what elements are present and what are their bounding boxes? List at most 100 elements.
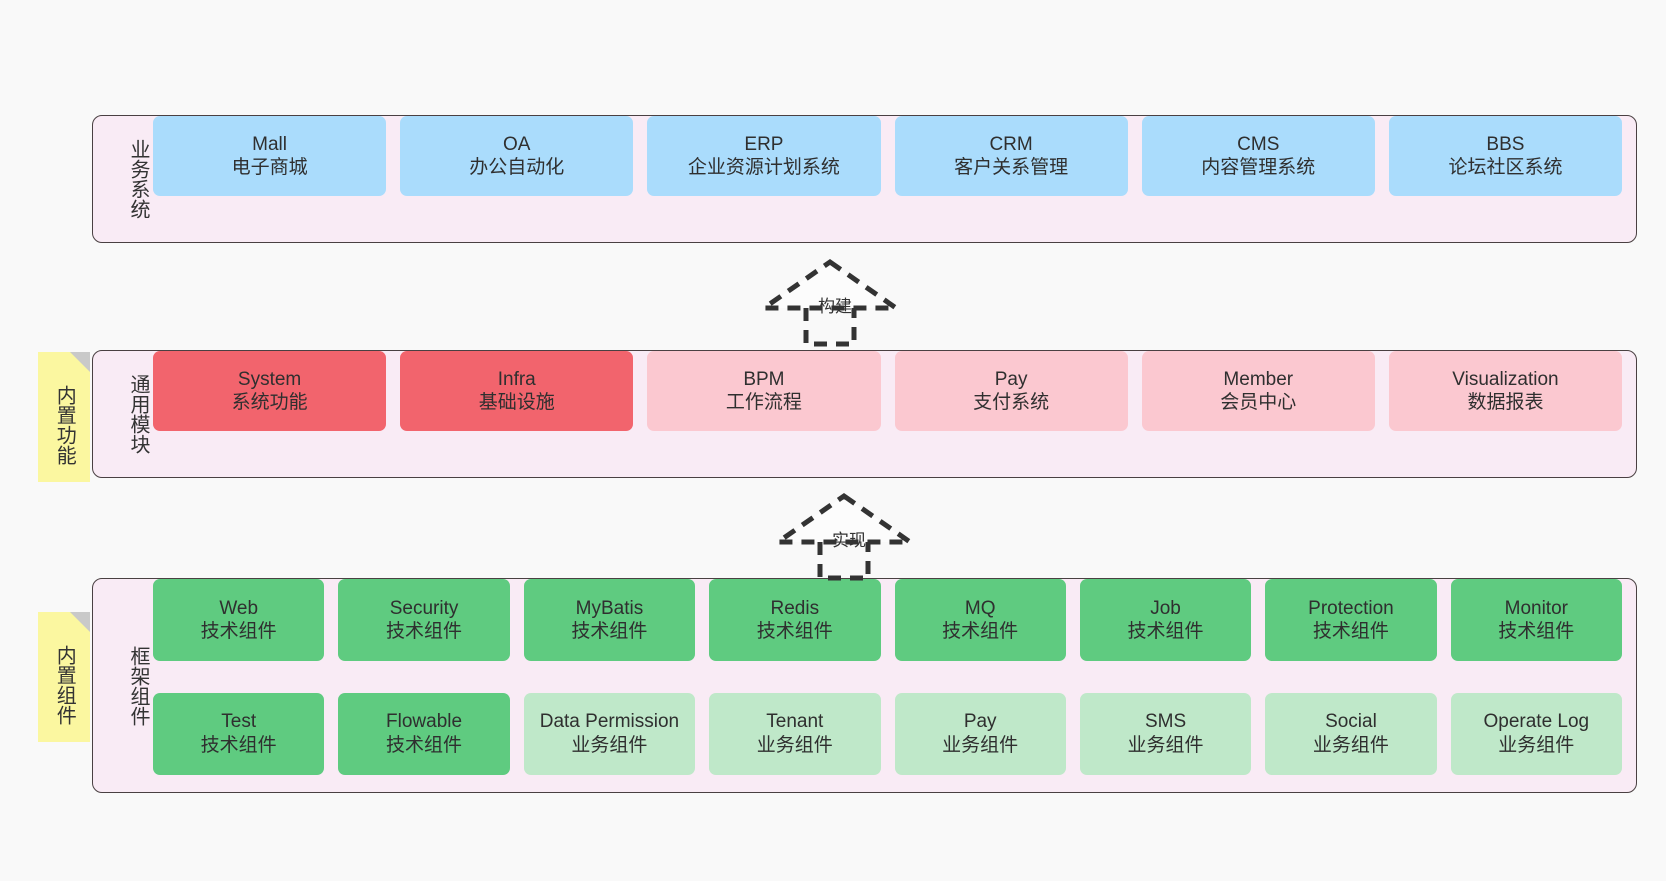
card-oa[interactable]: OA 办公自动化 xyxy=(400,116,634,196)
card-subtitle: 电子商城 xyxy=(231,157,308,178)
card-subtitle: 业务组件 xyxy=(1498,734,1575,756)
card-job[interactable]: Job 技术组件 xyxy=(1079,579,1252,661)
card-redis[interactable]: Redis 技术组件 xyxy=(709,579,881,661)
card-pay-module[interactable]: Pay 支付系统 xyxy=(894,351,1128,431)
card-subtitle: 工作流程 xyxy=(725,392,802,413)
card-sms[interactable]: SMS 业务组件 xyxy=(1079,692,1252,775)
card-cms[interactable]: CMS 内容管理系统 xyxy=(1141,116,1375,196)
card-title: Visualization xyxy=(1452,368,1559,390)
card-subtitle: 业务组件 xyxy=(756,734,833,756)
card-social[interactable]: Social 业务组件 xyxy=(1265,692,1437,775)
card-subtitle: 基础设施 xyxy=(478,392,555,413)
card-monitor[interactable]: Monitor 技术组件 xyxy=(1450,579,1622,661)
card-pay-component[interactable]: Pay 业务组件 xyxy=(894,692,1066,775)
layer-framework-components: 框架组件 Web 技术组件 Security 技术组件 MyBatis 技术组件… xyxy=(92,578,1637,793)
card-subtitle: 内容管理系统 xyxy=(1201,157,1316,178)
layer-body-common-modules: System 系统功能 Infra 基础设施 BPM 工作流程 Pay 支付系统… xyxy=(149,351,1636,477)
card-subtitle: 系统功能 xyxy=(231,392,308,413)
card-bpm[interactable]: BPM 工作流程 xyxy=(647,351,881,431)
card-mall[interactable]: Mall 电子商城 xyxy=(153,116,387,196)
card-subtitle: 技术组件 xyxy=(386,734,463,756)
card-title: MyBatis xyxy=(575,597,644,619)
layer-common-modules: 通用模块 System 系统功能 Infra 基础设施 BPM 工作流程 Pay… xyxy=(92,350,1637,478)
card-title: Security xyxy=(389,597,459,619)
card-flowable[interactable]: Flowable 技术组件 xyxy=(338,692,510,775)
card-title: Pay xyxy=(963,711,997,733)
card-title: Mall xyxy=(252,133,287,155)
card-subtitle: 办公自动化 xyxy=(469,157,565,178)
card-subtitle: 企业资源计划系统 xyxy=(687,157,840,178)
card-title: OA xyxy=(503,133,531,155)
note-fold-icon xyxy=(70,612,90,632)
card-title: Social xyxy=(1325,711,1377,733)
card-title: SMS xyxy=(1144,711,1187,733)
card-test[interactable]: Test 技术组件 xyxy=(153,692,325,775)
card-subtitle: 会员中心 xyxy=(1220,392,1297,413)
card-subtitle: 技术组件 xyxy=(200,734,277,756)
connector-implement-label: 实现 xyxy=(832,531,866,550)
card-title: CRM xyxy=(989,133,1033,155)
card-visualization[interactable]: Visualization 数据报表 xyxy=(1388,351,1623,431)
card-data-permission[interactable]: Data Permission 业务组件 xyxy=(523,692,696,775)
card-crm[interactable]: CRM 客户关系管理 xyxy=(894,116,1128,196)
card-member[interactable]: Member 会员中心 xyxy=(1141,351,1375,431)
card-title: Tenant xyxy=(766,711,824,733)
card-tenant[interactable]: Tenant 业务组件 xyxy=(709,692,881,775)
layer-body-business-systems: Mall 电子商城 OA 办公自动化 ERP 企业资源计划系统 CRM 客户关系… xyxy=(149,116,1636,242)
card-title: System xyxy=(237,368,302,390)
connector-implement xyxy=(770,492,918,581)
card-row: Mall 电子商城 OA 办公自动化 ERP 企业资源计划系统 CRM 客户关系… xyxy=(153,116,1623,242)
card-erp[interactable]: ERP 企业资源计划系统 xyxy=(647,116,881,196)
card-title: Operate Log xyxy=(1483,711,1590,733)
layer-title-business-systems: 业务系统 xyxy=(127,139,149,219)
card-subtitle: 数据报表 xyxy=(1467,392,1544,413)
card-subtitle: 技术组件 xyxy=(1127,621,1204,642)
card-title: CMS xyxy=(1237,133,1280,155)
note-builtin-features-label: 内置功能 xyxy=(53,385,76,465)
card-title: Infra xyxy=(497,368,536,390)
card-title: MQ xyxy=(964,597,996,619)
card-bbs[interactable]: BBS 论坛社区系统 xyxy=(1388,116,1623,196)
card-title: Test xyxy=(221,711,257,733)
card-web[interactable]: Web 技术组件 xyxy=(153,579,325,661)
card-title: Web xyxy=(219,597,259,619)
card-title: Redis xyxy=(770,597,820,619)
layer-title-common-modules: 通用模块 xyxy=(127,374,149,454)
card-subtitle: 论坛社区系统 xyxy=(1448,157,1563,178)
layer-title-framework-components: 框架组件 xyxy=(127,645,149,726)
card-title: BPM xyxy=(743,368,785,390)
card-row: Test 技术组件 Flowable 技术组件 Data Permission … xyxy=(153,692,1622,793)
note-fold-icon xyxy=(70,352,90,372)
card-mq[interactable]: MQ 技术组件 xyxy=(894,579,1066,661)
connector-implement-arrow-icon xyxy=(770,492,918,581)
card-row: System 系统功能 Infra 基础设施 BPM 工作流程 Pay 支付系统… xyxy=(153,351,1623,477)
card-subtitle: 技术组件 xyxy=(756,621,833,642)
connector-build xyxy=(756,258,904,347)
card-system[interactable]: System 系统功能 xyxy=(153,351,387,431)
card-subtitle: 技术组件 xyxy=(200,621,277,642)
note-builtin-components: 内置组件 xyxy=(38,612,90,742)
card-row: Web 技术组件 Security 技术组件 MyBatis 技术组件 Redi… xyxy=(153,579,1622,679)
layer-body-framework-components: Web 技术组件 Security 技术组件 MyBatis 技术组件 Redi… xyxy=(149,579,1636,792)
card-security[interactable]: Security 技术组件 xyxy=(338,579,510,661)
card-subtitle: 技术组件 xyxy=(571,621,648,642)
card-title: ERP xyxy=(744,133,784,155)
card-subtitle: 业务组件 xyxy=(1312,734,1389,756)
card-title: BBS xyxy=(1486,133,1525,155)
card-subtitle: 业务组件 xyxy=(571,734,648,756)
note-builtin-features: 内置功能 xyxy=(38,352,90,482)
card-protection[interactable]: Protection 技术组件 xyxy=(1265,579,1437,661)
card-title: Member xyxy=(1223,368,1294,390)
card-subtitle: 业务组件 xyxy=(1127,734,1204,756)
connector-build-label: 构建 xyxy=(818,297,852,316)
card-operate-log[interactable]: Operate Log 业务组件 xyxy=(1450,692,1622,775)
card-subtitle: 技术组件 xyxy=(942,621,1019,642)
card-subtitle: 客户关系管理 xyxy=(954,157,1069,178)
layer-business-systems: 业务系统 Mall 电子商城 OA 办公自动化 ERP 企业资源计划系统 CRM… xyxy=(92,115,1637,243)
card-mybatis[interactable]: MyBatis 技术组件 xyxy=(523,579,696,661)
card-title: Job xyxy=(1150,597,1181,619)
card-title: Pay xyxy=(994,368,1028,390)
card-infra[interactable]: Infra 基础设施 xyxy=(400,351,634,431)
connector-build-arrow-icon xyxy=(756,258,904,347)
